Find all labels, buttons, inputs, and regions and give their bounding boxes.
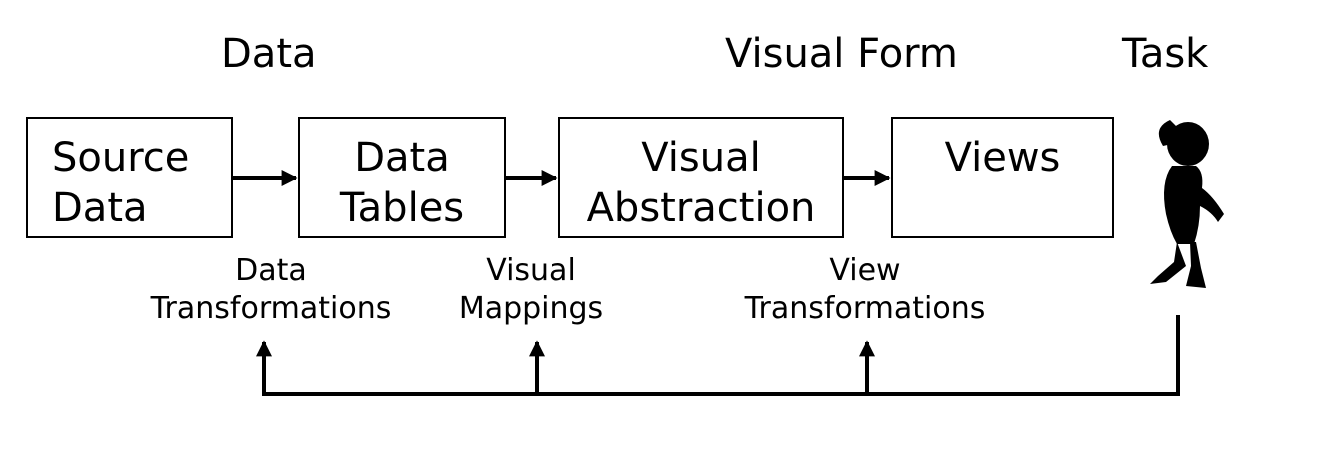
header-task: Task	[1122, 31, 1209, 77]
label-view-transformations-line-2: Transformations	[744, 291, 986, 326]
label-data-transformations-line-1: Data	[235, 253, 307, 288]
label-visual-mappings: Visual Mappings	[446, 252, 616, 328]
label-view-transformations-line-1: View	[829, 253, 901, 288]
box-views: Views	[891, 117, 1114, 238]
header-visual-form: Visual Form	[725, 31, 958, 77]
label-data-transformations-line-2: Transformations	[150, 291, 392, 326]
label-visual-mappings-line-1: Visual	[486, 253, 576, 288]
box-source-data-line-2: Data	[52, 185, 148, 231]
box-source-data-line-1: Source	[52, 135, 190, 181]
header-data: Data	[221, 31, 317, 77]
box-visual-abstraction: Visual Abstraction	[558, 117, 844, 238]
thinking-person-icon	[1150, 120, 1224, 288]
box-views-line-1: Views	[944, 135, 1061, 181]
label-visual-mappings-line-2: Mappings	[458, 291, 604, 326]
feedback-loop-line	[262, 315, 1180, 396]
box-data-tables: Data Tables	[298, 117, 506, 238]
box-visual-abstraction-line-1: Visual	[641, 135, 761, 181]
box-visual-abstraction-line-2: Abstraction	[586, 185, 816, 231]
box-source-data: Source Data	[26, 117, 233, 238]
box-data-tables-line-1: Data	[354, 135, 450, 181]
label-data-transformations: Data Transformations	[130, 252, 412, 328]
label-view-transformations: View Transformations	[720, 252, 1010, 328]
box-data-tables-line-2: Tables	[339, 185, 465, 231]
